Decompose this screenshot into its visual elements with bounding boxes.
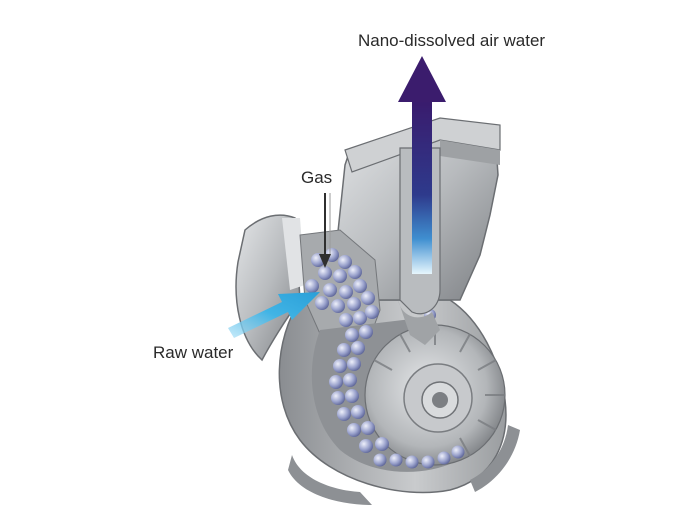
gas-arrow-down-icon [319,193,331,268]
output-arrow-up-icon [398,56,446,274]
output-label: Nano-dissolved air water [358,31,546,50]
raw-water-arrow-right-icon [228,292,320,338]
raw-water-label: Raw water [153,343,234,362]
gas-label: Gas [301,168,333,187]
gas-bubbles [305,248,465,469]
